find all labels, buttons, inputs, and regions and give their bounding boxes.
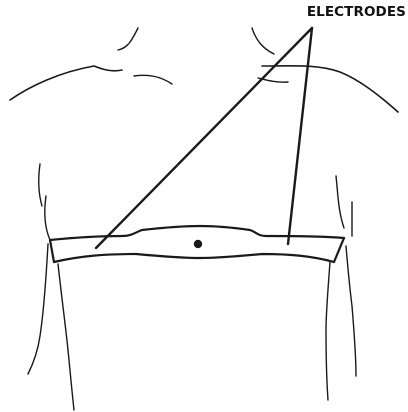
strap-left-end <box>50 240 54 262</box>
left-collarbone <box>134 75 172 84</box>
left-neck-line <box>118 28 138 50</box>
left-shoulder-line <box>10 66 122 100</box>
right-arm-outline <box>346 246 356 376</box>
strap-top-edge <box>50 226 344 240</box>
left-armpit-line <box>45 196 50 240</box>
right-torso-side <box>326 262 330 400</box>
transmitter-dot <box>194 240 202 248</box>
body-outline <box>10 28 398 410</box>
chest-strap <box>50 226 344 262</box>
right-pectoral-line <box>336 176 344 228</box>
right-electrode-callout-line <box>288 28 312 244</box>
strap-right-end <box>334 238 344 262</box>
right-neck-line <box>252 28 274 54</box>
left-electrode-callout-line <box>96 28 312 248</box>
callout-lines <box>96 28 312 248</box>
left-arm-outline <box>28 244 48 374</box>
left-torso-side <box>58 264 74 410</box>
strap-bottom-edge <box>54 254 334 262</box>
right-shoulder-line <box>262 66 398 112</box>
left-pectoral-line <box>39 164 42 206</box>
